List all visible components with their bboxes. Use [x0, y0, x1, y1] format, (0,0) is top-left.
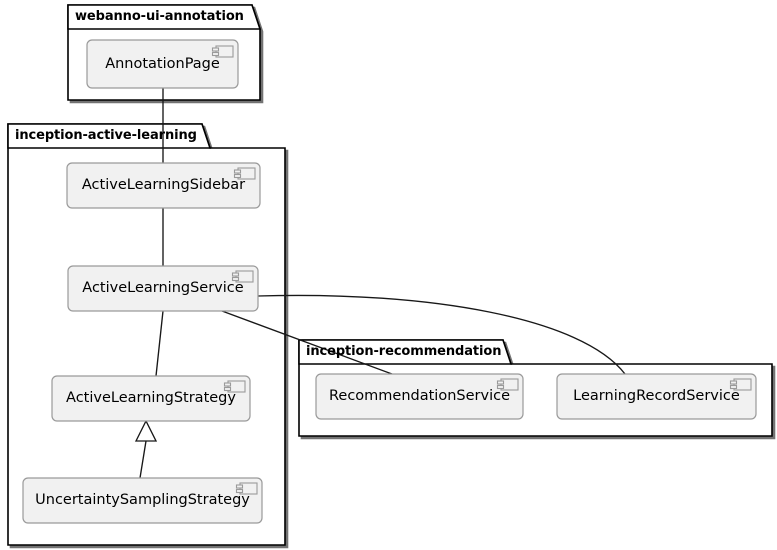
component-label-activelearningsidebar: ActiveLearningSidebar — [81, 177, 246, 193]
component-uncertaintysamplingstrategy[interactable] — [22, 477, 263, 524]
uml-component-icon — [496, 378, 519, 391]
package-tab — [7, 123, 212, 149]
connector-layer — [134, 88, 626, 479]
component-label-uncertaintysamplingstrategy: UncertaintySamplingStrategy — [35, 492, 250, 508]
connector-uncertainty-to-strategy — [139, 440, 147, 479]
uml-component-icon — [211, 45, 234, 58]
uml-component-icon — [233, 167, 256, 180]
component-annotationpage[interactable] — [86, 39, 239, 89]
component-box — [22, 477, 263, 524]
generalization-arrowhead-icon — [134, 419, 158, 442]
package-label-inception-active-learning: inception-active-learning — [15, 128, 197, 143]
uml-component-icon — [223, 380, 246, 393]
component-box — [67, 265, 259, 312]
component-activelearningservice[interactable] — [67, 265, 259, 312]
component-learningrecordservice[interactable] — [556, 373, 757, 420]
component-box — [51, 375, 251, 422]
uml-component-icon — [729, 378, 752, 391]
component-label-annotationpage: AnnotationPage — [105, 56, 220, 72]
component-activelearningsidebar[interactable] — [66, 162, 261, 209]
component-box — [315, 373, 524, 420]
component-label-activelearningstrategy: ActiveLearningStrategy — [66, 390, 236, 406]
uml-component-icon — [231, 270, 254, 283]
connector-service-to-strategy — [155, 310, 164, 377]
package-label-webanno-ui-annotation: webanno-ui-annotation — [75, 9, 244, 24]
package-label-inception-recommendation: inception-recommendation — [306, 344, 502, 359]
component-activelearningstrategy[interactable] — [51, 375, 251, 422]
connector-service-to-learningrecordservice — [257, 294, 626, 375]
component-box — [86, 39, 239, 89]
uml-component-icon — [235, 482, 258, 495]
component-label-learningrecordservice: LearningRecordService — [573, 388, 740, 404]
component-recommendationservice[interactable] — [315, 373, 524, 420]
package-tab — [67, 4, 262, 30]
package-tab — [298, 339, 513, 365]
component-box — [66, 162, 261, 209]
component-box — [556, 373, 757, 420]
connector-service-to-recommendationservice — [221, 310, 393, 375]
component-label-activelearningservice: ActiveLearningService — [82, 280, 244, 296]
package-inception-active-learning[interactable] — [7, 123, 286, 546]
component-label-recommendationservice: RecommendationService — [328, 388, 510, 404]
